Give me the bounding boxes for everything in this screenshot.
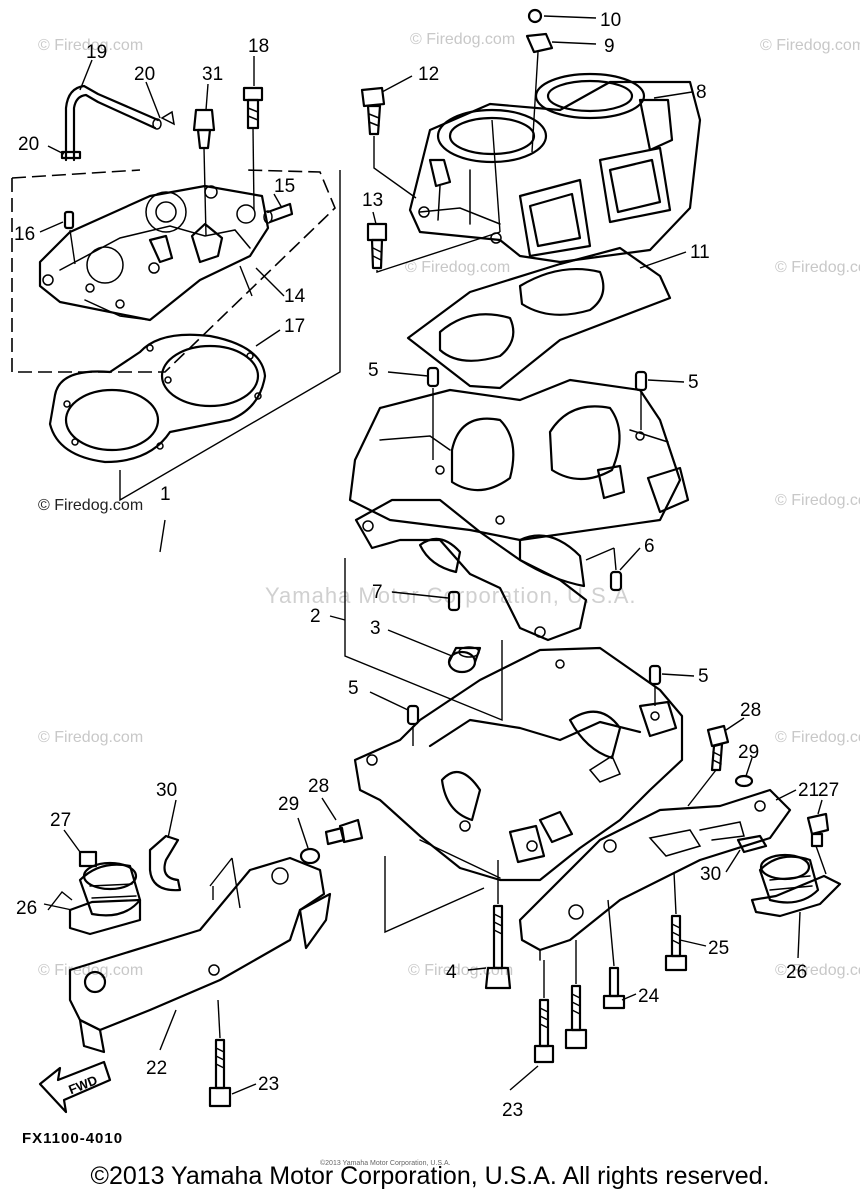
forward-direction-arrow: FWD xyxy=(38,1060,112,1114)
fwd-label: FWD xyxy=(66,1072,99,1097)
lower-crankcase xyxy=(353,646,684,882)
callout-number: 27 xyxy=(50,810,71,831)
callout-number: 26 xyxy=(786,962,807,983)
callout-number: 19 xyxy=(86,42,107,63)
watermark-firedog: © Firedog.com xyxy=(38,729,143,746)
watermark-firedog: © Firedog.com xyxy=(38,37,143,54)
callout-number: 25 xyxy=(708,938,729,959)
watermark-firedog: © Firedog.com xyxy=(775,492,860,509)
watermark-firedog: © Firedog.com xyxy=(760,37,860,54)
mount-bolt xyxy=(706,724,730,772)
watermark-firedog: © Firedog.com xyxy=(38,497,143,514)
mount-bolt xyxy=(324,818,364,846)
mount-bolt-small xyxy=(806,812,830,848)
mount-washer xyxy=(734,774,754,788)
callout-number: 5 xyxy=(368,360,379,381)
callout-number: 1 xyxy=(160,484,171,505)
dowel-pin xyxy=(426,366,440,388)
watermark-firedog: © Firedog.com xyxy=(408,962,513,979)
callout-number: 30 xyxy=(700,864,721,885)
dowel-pin xyxy=(406,704,420,726)
callout-number: 4 xyxy=(446,962,457,983)
callout-number: 18 xyxy=(248,36,269,57)
head-gasket xyxy=(48,333,267,464)
callout-number: 21 xyxy=(798,780,819,801)
callout-number: 27 xyxy=(818,780,839,801)
callout-number: 13 xyxy=(362,190,383,211)
callout-number: 28 xyxy=(740,700,761,721)
watermark-firedog: © Firedog.com xyxy=(775,962,860,979)
callout-number: 11 xyxy=(690,242,710,263)
callout-number: 12 xyxy=(418,64,439,85)
rubber-engine-mount xyxy=(68,861,142,936)
callout-number: 23 xyxy=(258,1074,279,1095)
dowel-pin xyxy=(648,664,662,686)
callout-number: 29 xyxy=(278,794,299,815)
callout-number: 20 xyxy=(134,64,155,85)
watermark-group: © Firedog.com © Firedog.com © Firedog.co… xyxy=(38,31,860,979)
callout-number: 5 xyxy=(348,678,359,699)
callout-leaders xyxy=(39,15,823,1095)
callout-number: 16 xyxy=(14,224,35,245)
cylinder-bolt xyxy=(360,86,386,136)
mount-long-bolt xyxy=(208,1038,232,1108)
diagram-code: FX1100-4010 xyxy=(22,1130,124,1147)
callout-number: 5 xyxy=(688,372,699,393)
callout-number: 3 xyxy=(370,618,381,639)
watermark-firedog: © Firedog.com xyxy=(410,31,515,48)
watermark-firedog: © Firedog.com xyxy=(405,259,510,276)
cylinder-base-gasket xyxy=(406,246,672,390)
cylinder-stud-bolt xyxy=(366,222,388,270)
callout-number: 22 xyxy=(146,1058,167,1079)
callout-number: 26 xyxy=(16,898,37,919)
watermark-firedog: © Firedog.com xyxy=(38,962,143,979)
callout-number: 15 xyxy=(274,176,295,197)
callout-number: 17 xyxy=(284,316,305,337)
dowel-pin xyxy=(634,370,648,392)
mount-washer xyxy=(299,847,321,865)
watermark-firedog: © Firedog.com xyxy=(775,259,860,276)
callout-number: 6 xyxy=(644,536,655,557)
copyright-watermark-small: ©2013 Yamaha Motor Corporation, U.S.A. xyxy=(320,1160,451,1167)
watermark-firedog: © Firedog.com xyxy=(775,729,860,746)
copyright-notice: ©2013 Yamaha Motor Corporation, U.S.A. A… xyxy=(90,1162,770,1190)
mount-clip xyxy=(736,834,768,854)
callout-number: 14 xyxy=(284,286,306,307)
mount-bolt-small xyxy=(78,850,98,868)
callout-number: 2 xyxy=(310,606,321,627)
callout-number: 29 xyxy=(738,742,759,763)
callout-number: 20 xyxy=(18,134,39,155)
bolt-and-plate xyxy=(525,8,554,153)
callout-labels: 19 20 20 16 31 18 15 14 17 1 12 13 10 9 … xyxy=(14,10,839,1121)
left-engine-mount-bracket xyxy=(68,856,332,1054)
crankcase-bolt xyxy=(484,904,512,990)
rubber-engine-mount xyxy=(750,853,842,918)
upper-crankcase xyxy=(348,378,690,642)
watermark-yamaha: Yamaha Motor Corporation, U.S.A. xyxy=(265,583,637,608)
callout-number: 23 xyxy=(502,1100,523,1121)
callout-number: 31 xyxy=(202,64,223,85)
bracket-long-bolts xyxy=(533,984,588,1064)
callout-number: 9 xyxy=(604,36,615,57)
callout-number: 8 xyxy=(696,82,707,103)
callout-number: 10 xyxy=(600,10,621,31)
callout-number: 24 xyxy=(638,986,660,1007)
mount-clip xyxy=(148,834,182,892)
cylinder-block xyxy=(408,72,702,264)
callout-number: 5 xyxy=(698,666,709,687)
bracket-bolts xyxy=(602,914,688,1010)
callout-number: 7 xyxy=(372,582,383,603)
right-engine-mount-bracket xyxy=(518,788,792,961)
callout-number: 28 xyxy=(308,776,329,797)
callout-number: 30 xyxy=(156,780,177,801)
dowel-pin xyxy=(447,590,461,612)
crankcase-bushing xyxy=(447,646,482,674)
dowel-pin xyxy=(609,570,623,592)
